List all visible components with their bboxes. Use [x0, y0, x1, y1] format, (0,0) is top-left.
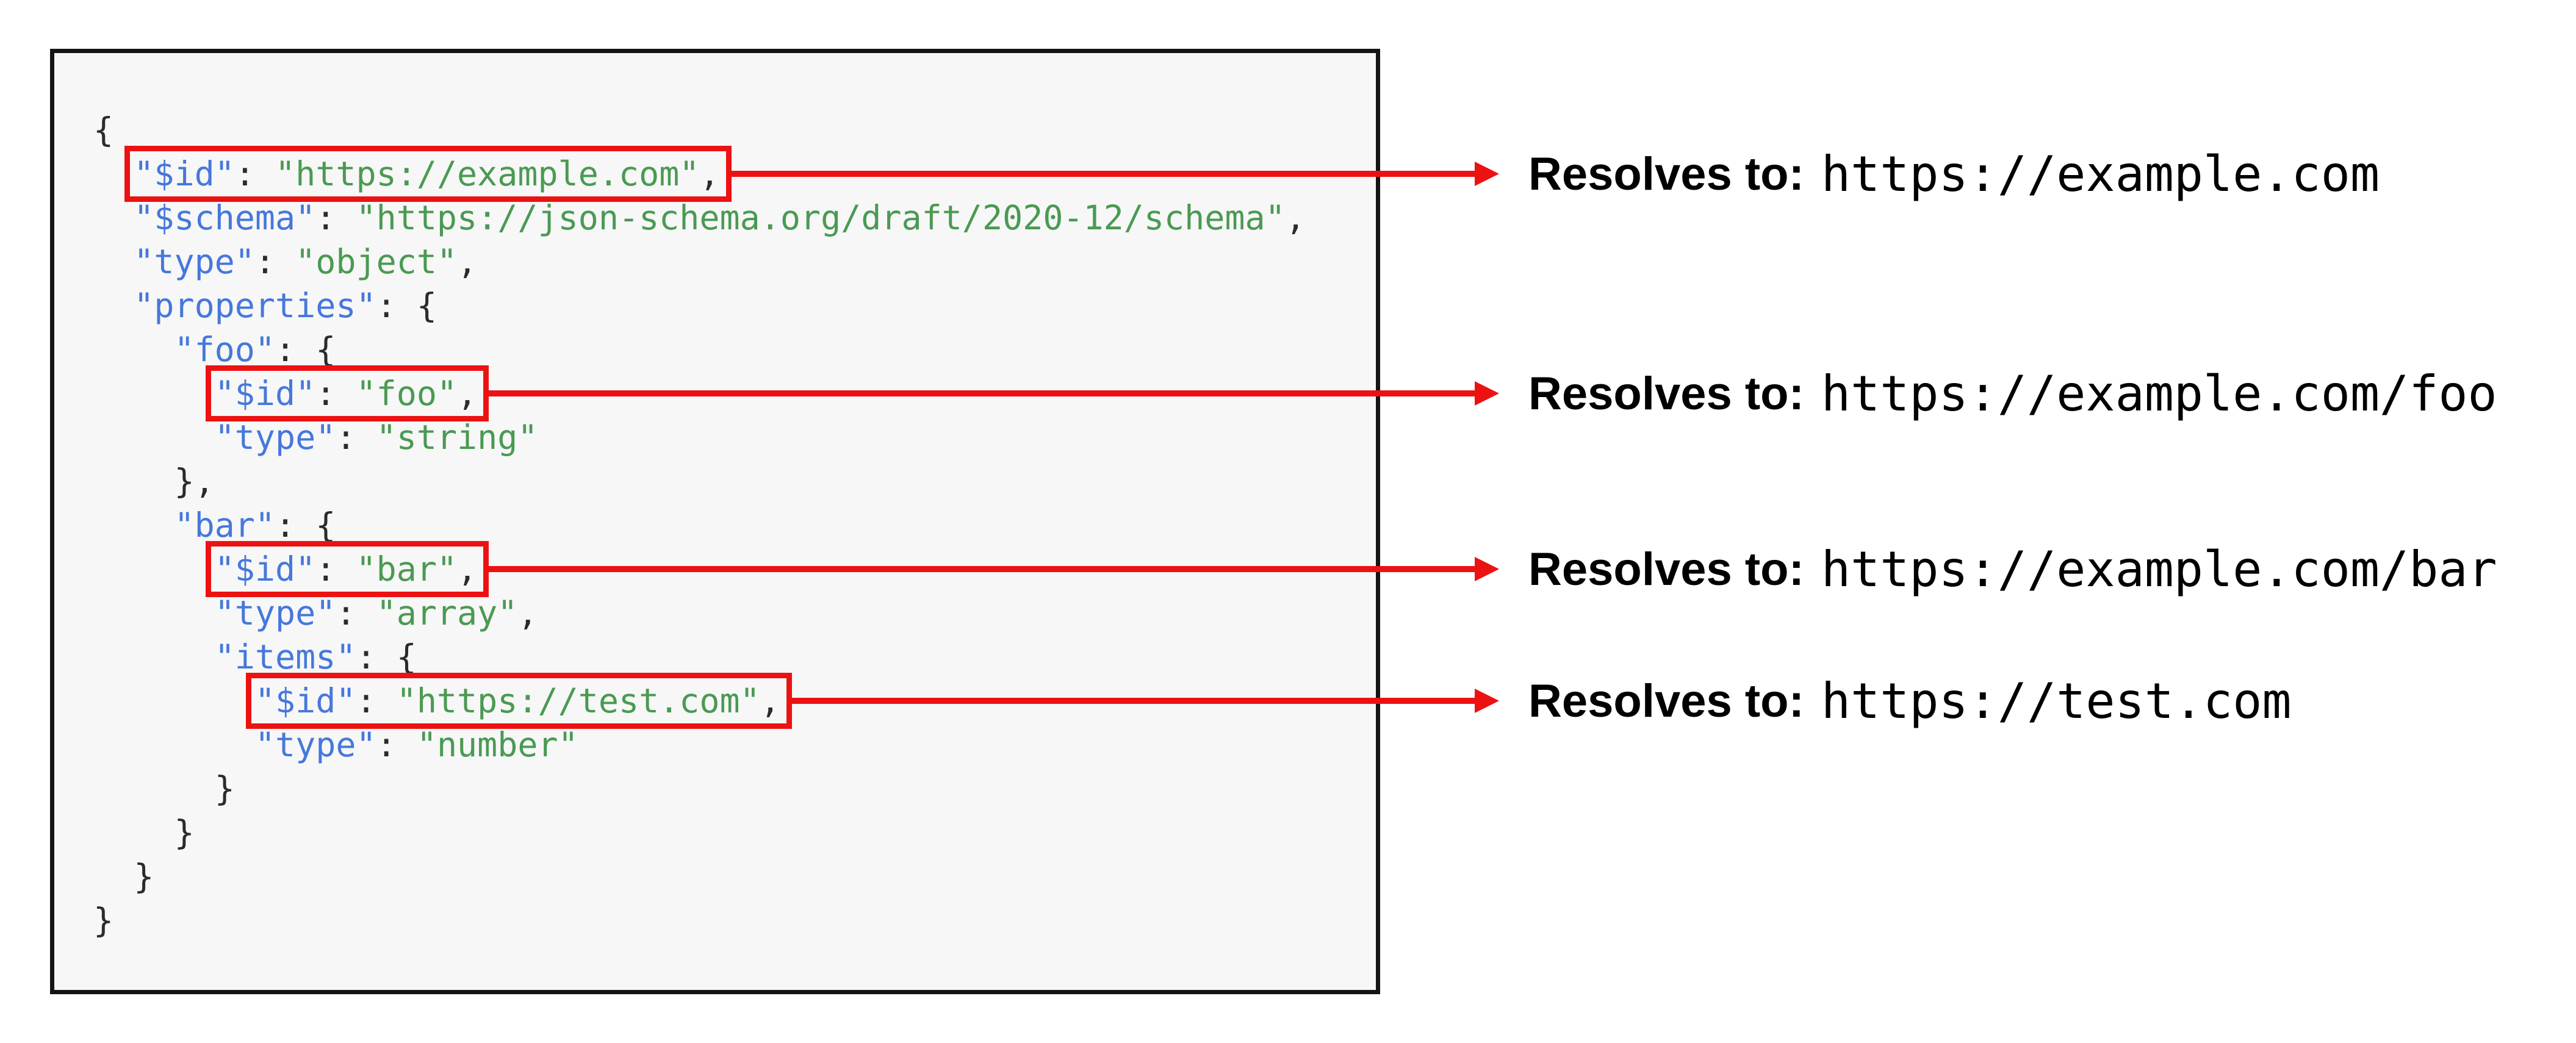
code-token: "$schema": [134, 198, 316, 237]
resolve-arrow-line: [788, 698, 1475, 704]
resolved-url: https://example.com: [1821, 145, 2380, 203]
code-token: ,: [699, 154, 720, 193]
code-token: {: [93, 110, 114, 149]
code-token: "string": [376, 418, 538, 457]
code-token: "object": [295, 242, 458, 281]
code-token: "foo": [174, 330, 276, 369]
code-line: "type": "string": [93, 415, 1306, 459]
code-token: :: [315, 374, 356, 413]
code-token: : {: [376, 286, 437, 325]
resolve-arrow-line: [730, 171, 1475, 177]
code-line: {: [93, 108, 1306, 152]
code-line: "$id": "bar",: [93, 541, 1306, 597]
code-token: "type": [254, 725, 376, 764]
code-token: "https://json-schema.org/draft/2020-12/s…: [356, 198, 1286, 237]
json-schema-code: { "$id": "https://example.com", "$schema…: [93, 108, 1306, 942]
code-token: ,: [457, 374, 478, 413]
code-line: "bar": {: [93, 503, 1306, 547]
id-highlight-box: "$id": "https://test.com",: [245, 673, 792, 729]
code-token: }: [214, 769, 235, 808]
arrow-right-icon: [1475, 557, 1499, 581]
code-token: }: [134, 857, 154, 896]
code-line: "$id": "https://test.com",: [93, 673, 1306, 729]
code-token: }: [174, 813, 195, 852]
code-token: "bar": [356, 550, 458, 589]
code-token: "$id": [214, 550, 316, 589]
code-token: "type": [134, 242, 255, 281]
code-line: }: [93, 811, 1306, 855]
code-line: "type": "number": [93, 723, 1306, 767]
resolved-url: https://example.com/foo: [1821, 365, 2497, 422]
code-token: "array": [376, 593, 518, 633]
code-token: :: [356, 681, 397, 720]
code-token: "https://test.com": [396, 681, 760, 720]
code-line: "items": {: [93, 635, 1306, 679]
code-token: : {: [356, 637, 417, 676]
code-token: ,: [457, 550, 478, 589]
code-line: }: [93, 855, 1306, 898]
code-line: "type": "array",: [93, 591, 1306, 635]
code-token: :: [315, 198, 356, 237]
code-token: },: [174, 462, 215, 501]
code-token: :: [254, 242, 296, 281]
arrow-right-icon: [1475, 162, 1499, 186]
code-line: "type": "object",: [93, 240, 1306, 284]
code-token: "items": [214, 637, 356, 676]
arrow-right-icon: [1475, 689, 1499, 713]
code-line: }: [93, 898, 1306, 942]
code-line: "$schema": "https://json-schema.org/draf…: [93, 196, 1306, 240]
code-token: ,: [760, 681, 780, 720]
resolved-url: https://test.com: [1821, 672, 2292, 729]
id-highlight-box: "$id": "foo",: [205, 365, 489, 421]
resolves-to-label: Resolves to:: [1528, 148, 1804, 200]
resolution-annotation: Resolves to: https://example.com: [1528, 142, 2380, 206]
resolution-annotation: Resolves to: https://example.com/bar: [1528, 537, 2497, 601]
code-token: ,: [517, 593, 538, 633]
code-token: "bar": [174, 506, 276, 545]
code-line: "properties": {: [93, 284, 1306, 328]
code-line: "foo": {: [93, 328, 1306, 371]
code-token: : {: [275, 506, 336, 545]
resolved-url: https://example.com/bar: [1821, 540, 2497, 598]
code-token: :: [234, 154, 276, 193]
resolution-annotation: Resolves to: https://test.com: [1528, 669, 2292, 733]
resolves-to-label: Resolves to:: [1528, 675, 1804, 727]
code-token: "properties": [134, 286, 376, 325]
code-line: "$id": "https://example.com",: [93, 146, 1306, 202]
id-highlight-box: "$id": "bar",: [205, 541, 489, 597]
code-token: :: [336, 593, 376, 633]
code-token: "type": [214, 593, 336, 633]
code-line: },: [93, 459, 1306, 503]
id-highlight-box: "$id": "https://example.com",: [124, 146, 732, 202]
code-token: "$id": [214, 374, 316, 413]
code-line: }: [93, 767, 1306, 811]
resolves-to-label: Resolves to:: [1528, 367, 1804, 420]
resolve-arrow-line: [485, 566, 1475, 572]
code-token: ,: [1285, 198, 1306, 237]
code-line: "$id": "foo",: [93, 365, 1306, 421]
json-schema-code-panel: { "$id": "https://example.com", "$schema…: [50, 49, 1380, 994]
code-token: "$id": [134, 154, 235, 193]
code-token: "foo": [356, 374, 458, 413]
resolve-arrow-line: [485, 390, 1475, 396]
resolves-to-label: Resolves to:: [1528, 543, 1804, 595]
code-token: "https://example.com": [275, 154, 700, 193]
code-token: ,: [457, 242, 478, 281]
code-token: :: [315, 550, 356, 589]
resolution-annotation: Resolves to: https://example.com/foo: [1528, 362, 2497, 425]
code-token: "$id": [254, 681, 356, 720]
code-token: :: [336, 418, 376, 457]
code-token: "number": [416, 725, 578, 764]
code-token: }: [93, 901, 114, 940]
code-token: "type": [214, 418, 336, 457]
code-token: : {: [275, 330, 336, 369]
code-token: :: [376, 725, 417, 764]
arrow-right-icon: [1475, 381, 1499, 406]
